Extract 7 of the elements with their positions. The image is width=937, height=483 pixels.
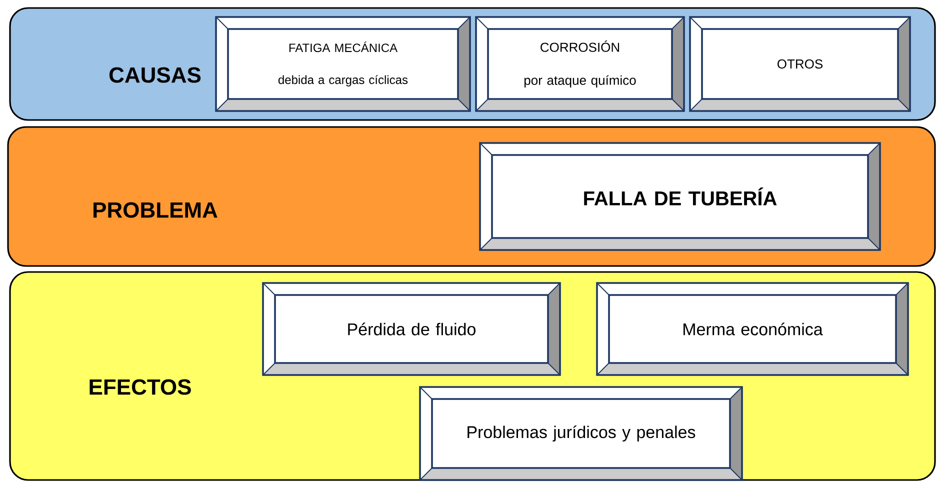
bevel-box: Pérdida de fluido [262,282,561,376]
bevel-box: FALLA DE TUBERÍA [479,142,881,251]
bevel-box: CORROSIÓN por ataque químico [475,16,685,112]
bevel-box: Merma económica [596,282,909,376]
bevel-box: OTROS [689,16,911,112]
bevel-box: FATIGA MECÁNICA debida a cargas cíclicas [215,16,471,112]
bevel-box: Problemas jurídicos y penales [419,386,743,481]
